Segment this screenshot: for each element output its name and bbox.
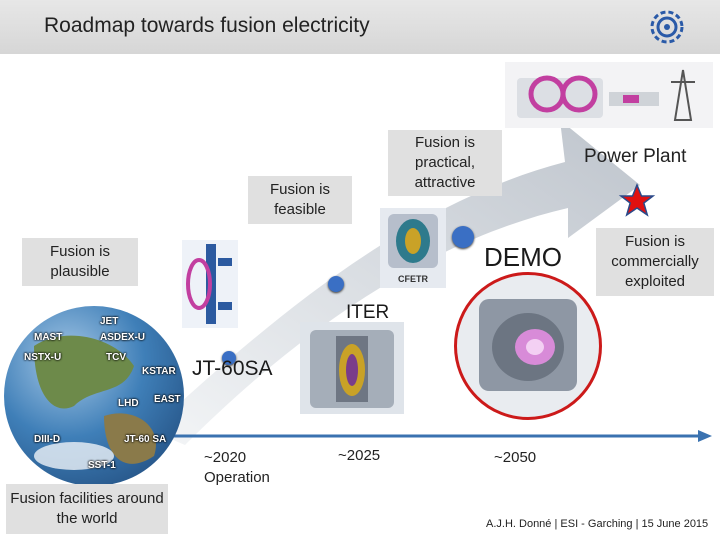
- timeline-2020-year: ~2020: [204, 449, 247, 466]
- timeline-2020: ~2020 Operation: [204, 448, 270, 488]
- globe-label-lhd: LHD: [118, 398, 139, 409]
- world-globe-image: JET MAST ASDEX-U NSTX-U TCV KSTAR LHD EA…: [4, 306, 184, 486]
- demo-highlight-circle: [454, 272, 602, 420]
- globe-label-mast: MAST: [34, 332, 63, 343]
- globe-label-jet: JET: [100, 316, 119, 327]
- globe-label-sst: SST-1: [88, 460, 116, 471]
- title-bar: [0, 0, 720, 54]
- star-icon: [618, 183, 656, 217]
- institute-logo-icon: [650, 10, 684, 44]
- milestone-feasible: Fusion is feasible: [248, 176, 352, 224]
- globe-label-jt60: JT-60 SA: [124, 434, 167, 445]
- cfetr-image: CFETR: [380, 208, 446, 288]
- globe-label-nstx: NSTX-U: [24, 352, 62, 363]
- iter-label: ITER: [346, 302, 390, 323]
- jt60sa-tokamak-icon: [186, 244, 232, 324]
- power-plant-illustration-icon: [517, 69, 695, 121]
- globe-label-tcv: TCV: [106, 352, 126, 363]
- iter-image: [300, 322, 404, 414]
- power-plant-image: [505, 62, 713, 128]
- slide-title: Roadmap towards fusion electricity: [44, 14, 370, 37]
- iter-tokamak-icon: [310, 330, 394, 408]
- milestone-commercial: Fusion is commercially exploited: [596, 228, 714, 296]
- milestone-dot-jt60sa: [222, 351, 236, 365]
- globe-label-asdex: ASDEX-U: [100, 332, 146, 343]
- power-plant-label: Power Plant: [584, 146, 687, 167]
- timeline-2020-note: Operation: [204, 469, 270, 486]
- cfetr-tokamak-icon: [388, 214, 438, 268]
- milestone-plausible: Fusion is plausible: [22, 238, 138, 286]
- globe-label-kstar: KSTAR: [142, 366, 176, 377]
- milestone-dot-iter: [328, 276, 344, 292]
- milestone-practical: Fusion is practical, attractive: [388, 130, 502, 196]
- jt60sa-label: JT-60SA: [192, 357, 273, 380]
- cfetr-label: CFETR: [398, 274, 428, 284]
- milestone-dot-demo: [452, 226, 474, 248]
- world-facilities-box: Fusion facilities around the world: [6, 484, 168, 534]
- timeline-2050: ~2050: [494, 449, 537, 466]
- timeline-2025: ~2025: [338, 447, 381, 464]
- footer-credit: A.J.H. Donné | ESI - Garching | 15 June …: [486, 518, 709, 530]
- globe-label-diii-d: DIII-D: [34, 434, 61, 445]
- globe-label-east: EAST: [154, 394, 181, 405]
- jt60sa-image: [182, 240, 238, 328]
- demo-label: DEMO: [484, 242, 562, 272]
- timeline-axis: [150, 430, 712, 442]
- globe-continents-icon: [34, 335, 156, 470]
- demo-tokamak-icon: [479, 299, 577, 391]
